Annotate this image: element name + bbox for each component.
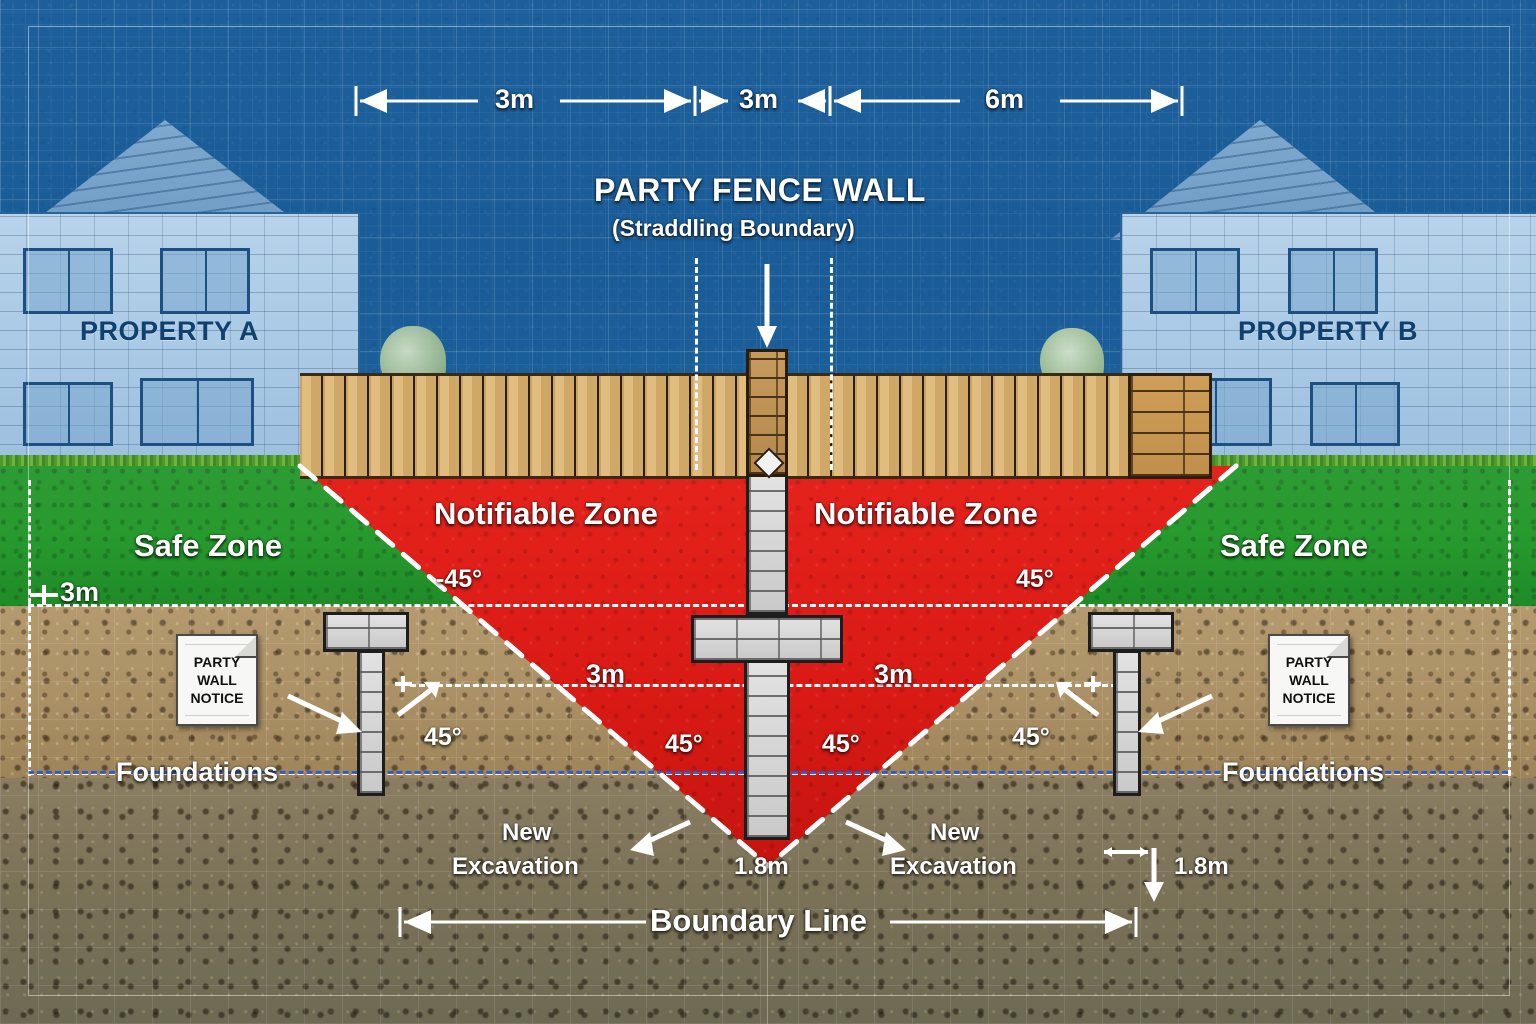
safe-zone-right-label: Safe Zone bbox=[1220, 528, 1369, 563]
new-excavation-right-line2: Excavation bbox=[890, 853, 1017, 880]
extent-guide-right bbox=[1508, 480, 1511, 776]
safe-zone-left-label: Safe Zone bbox=[134, 528, 283, 563]
notice-right-text: PARTY WALL NOTICE bbox=[1270, 654, 1348, 708]
property-b-label: PROPERTY B bbox=[1238, 316, 1419, 346]
window-a-2 bbox=[160, 248, 250, 314]
party-wall-footing-cap bbox=[691, 615, 843, 663]
safe-depth-3m-label: 3m bbox=[60, 577, 100, 607]
new-excavation-right-line1: New bbox=[930, 819, 980, 846]
party-wall-notice-left[interactable]: PARTY WALL NOTICE bbox=[176, 634, 258, 726]
notice-left-line-3: NOTICE bbox=[190, 689, 244, 706]
notifiable-zone-left-label: Notifiable Zone bbox=[434, 496, 658, 531]
new-excavation-left-line2: Excavation bbox=[452, 853, 579, 880]
fence-left-panel bbox=[300, 373, 750, 479]
party-wall-deep-stem bbox=[744, 660, 790, 840]
dimension-3m-centre: 3m bbox=[739, 84, 779, 114]
party-wall-stem-above-footing bbox=[746, 473, 788, 615]
notice-left-text: PARTY WALL NOTICE bbox=[178, 654, 256, 708]
foundations-left-label: Foundations bbox=[116, 757, 278, 787]
notice-right-line-2: WALL bbox=[1289, 671, 1329, 688]
notice-rule-right-top bbox=[1277, 644, 1341, 645]
depth-3m-right-label: 3m bbox=[874, 659, 914, 689]
house-property-a: PROPERTY A bbox=[0, 120, 370, 466]
boundary-guide-right bbox=[830, 258, 833, 470]
notice-left-line-1: PARTY bbox=[193, 654, 241, 670]
angle-inner-left: 45° bbox=[665, 730, 703, 758]
boundary-line-label: Boundary Line bbox=[650, 903, 868, 938]
angle-inner-right: 45° bbox=[822, 730, 860, 758]
party-wall-notice-right[interactable]: PARTY WALL NOTICE bbox=[1268, 634, 1350, 726]
foundation-right-stem bbox=[1113, 650, 1141, 796]
window-b-4 bbox=[1310, 382, 1400, 446]
window-a-3 bbox=[23, 382, 113, 446]
centre-axis-line bbox=[767, 866, 768, 1024]
new-excavation-left-line1: New bbox=[502, 819, 552, 846]
notifiable-zone-right-label: Notifiable Zone bbox=[814, 496, 1038, 531]
window-a-1 bbox=[23, 248, 113, 314]
boundary-guide-left bbox=[695, 258, 698, 470]
drawing-frame bbox=[28, 26, 1510, 996]
window-a-4 bbox=[140, 378, 254, 446]
angle-outer-left: 45° bbox=[424, 723, 462, 751]
centre-depth-label: 1.8m bbox=[734, 853, 789, 880]
brick-wall-right-end bbox=[1128, 373, 1212, 479]
notice-right-line-3: NOTICE bbox=[1282, 689, 1336, 706]
foundations-right-label: Foundations bbox=[1222, 757, 1384, 787]
notice-rule-left-bottom bbox=[185, 715, 249, 716]
fence-right-panel bbox=[786, 373, 1130, 479]
notice-left-line-2: WALL bbox=[197, 671, 237, 688]
dimension-6m-right: 6m bbox=[985, 84, 1025, 114]
angle-outer-right: 45° bbox=[1012, 723, 1050, 751]
diagram-subtitle: (Straddling Boundary) bbox=[612, 215, 855, 241]
angle-surface-left: -45° bbox=[436, 565, 483, 593]
angle-surface-right: 45° bbox=[1016, 565, 1054, 593]
foundation-left-stem bbox=[357, 650, 385, 796]
notice-rule-left-top bbox=[185, 644, 249, 645]
window-b-2 bbox=[1288, 248, 1378, 314]
notice-rule-right-bottom bbox=[1277, 715, 1341, 716]
diagram-title: PARTY FENCE WALL bbox=[594, 172, 926, 208]
right-depth-label: 1.8m bbox=[1174, 853, 1229, 880]
extent-guide-left bbox=[28, 480, 31, 776]
window-b-1 bbox=[1150, 248, 1240, 314]
notice-right-line-1: PARTY bbox=[1285, 654, 1333, 670]
depth-3m-left-label: 3m bbox=[586, 659, 626, 689]
dimension-3m-left: 3m bbox=[495, 84, 535, 114]
property-a-label: PROPERTY A bbox=[80, 316, 260, 346]
